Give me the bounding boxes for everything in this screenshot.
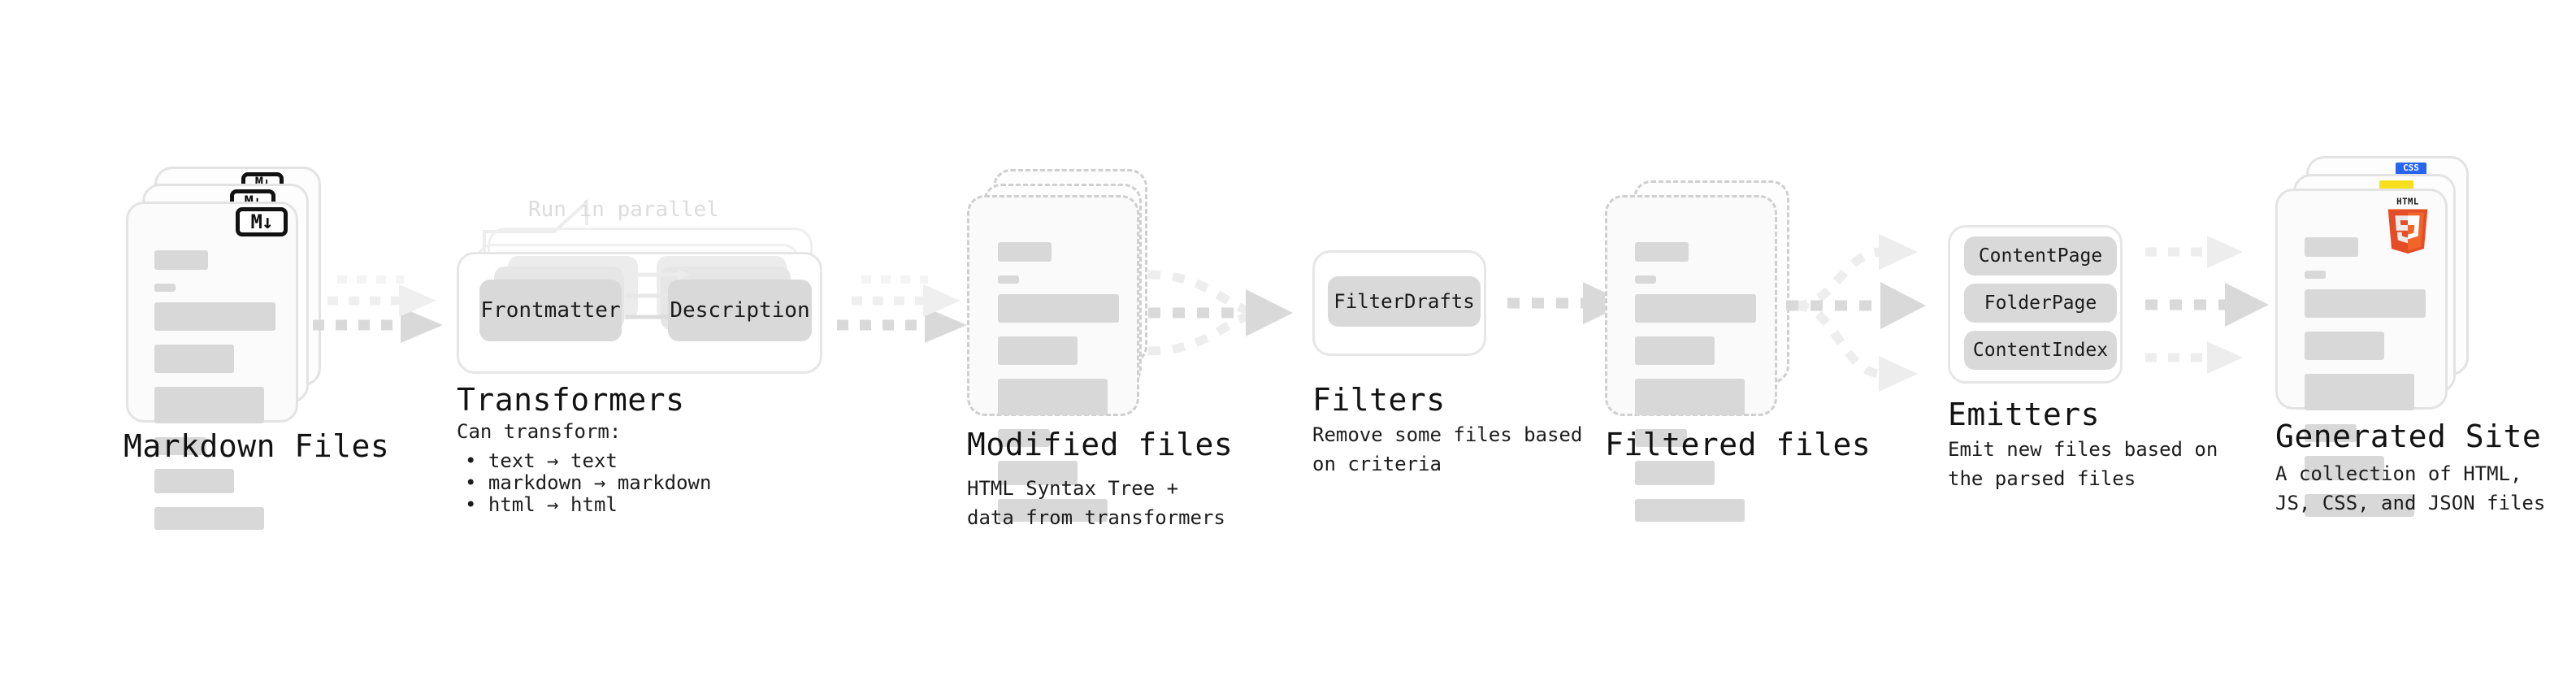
content-bar [154,507,264,530]
transformers-bullet-2: • html → html [465,493,618,516]
arrow-filtered-to-emitters [1786,234,1926,392]
content-bar [2305,237,2358,257]
content-bar [1635,499,1745,522]
markdown-badge-front: M↓ [236,207,288,236]
markdown-badge-letter: M [250,210,262,233]
content-bar [1635,336,1715,365]
stage-title-filtered-files: Filtered files [1605,427,1871,462]
stage-title-generated-site: Generated Site [2275,419,2542,454]
filters-subtitle: Remove some files based on criteria [1312,423,1583,475]
stage-title-markdown-files: Markdown Files [124,428,390,464]
run-in-parallel-leader [483,198,588,253]
content-bar [1635,429,1687,447]
stage-title-transformers: Transformers [457,382,685,418]
content-bar [2305,289,2426,318]
content-bar [154,437,206,455]
modified-files-subtitle: HTML Syntax Tree + data from transformer… [967,477,1225,529]
emitter-pill-contentpage[interactable]: ContentPage [1964,236,2117,275]
emitter-pill-contentindex[interactable]: ContentIndex [1964,331,2117,370]
content-bar [2305,456,2384,480]
markdown-badge-arrow: ↓ [262,210,273,233]
content-bar [154,250,208,270]
stage-title-modified-files: Modified files [967,427,1234,462]
css-badge: CSS [2396,163,2426,176]
transformers-bullet-0: • text → text [465,449,618,472]
content-bar [998,379,1108,415]
content-bar [998,336,1078,365]
content-bar [1635,242,1689,262]
content-bar [2305,332,2384,360]
modified-file-content-bars [998,242,1120,536]
site-file-content-bars [2305,237,2426,531]
stage-title-emitters: Emitters [1948,397,2101,432]
html5-logo: HTML [2387,197,2428,254]
transformers-subtitle: Can transform: [457,420,622,443]
content-bar [998,461,1078,485]
svg-text:HTML: HTML [2396,197,2419,207]
arrow-markdown-to-transformers [313,275,443,343]
transformer-pill-description[interactable]: Description [668,280,812,341]
content-bar [2305,374,2414,410]
content-bar [1635,294,1756,323]
content-bar [998,429,1050,447]
markdown-file-content-bars [154,250,276,544]
arrow-modified-to-filters [1147,270,1293,356]
emitters-subtitle: Emit new files based on the parsed files [1948,438,2218,490]
content-bar [2305,271,2326,279]
arrow-emitters-to-site [2145,236,2269,374]
content-bar [998,275,1019,284]
content-bar [998,242,1052,262]
run-in-parallel-note: Run in parallel [528,197,719,222]
content-bar [1635,461,1715,485]
generated-site-subtitle: A collection of HTML, JS, CSS, and JSON … [2275,462,2546,514]
content-bar [2305,494,2414,517]
transformer-pill-frontmatter[interactable]: Frontmatter [479,280,622,341]
stage-title-filters: Filters [1312,382,1446,418]
filtered-file-content-bars [1635,242,1757,536]
content-bar [1635,275,1656,284]
content-bar [154,284,176,292]
arrow-transformers-to-modified [837,275,967,343]
content-bar [998,499,1108,522]
emitter-pill-folderpage[interactable]: FolderPage [1964,284,2117,323]
content-bar [998,294,1119,323]
content-bar [1635,379,1745,415]
markdown-badge-letter-back: M [254,175,263,191]
content-bar [154,387,264,423]
content-bar [154,345,234,373]
content-bar [154,302,275,331]
content-bar [154,469,234,493]
markdown-badge-arrow-back: ↓ [262,175,271,191]
transformers-bullet-1: • markdown → markdown [465,471,712,494]
filter-pill-filterdrafts[interactable]: FilterDrafts [1328,276,1481,327]
content-bar [2305,424,2357,442]
